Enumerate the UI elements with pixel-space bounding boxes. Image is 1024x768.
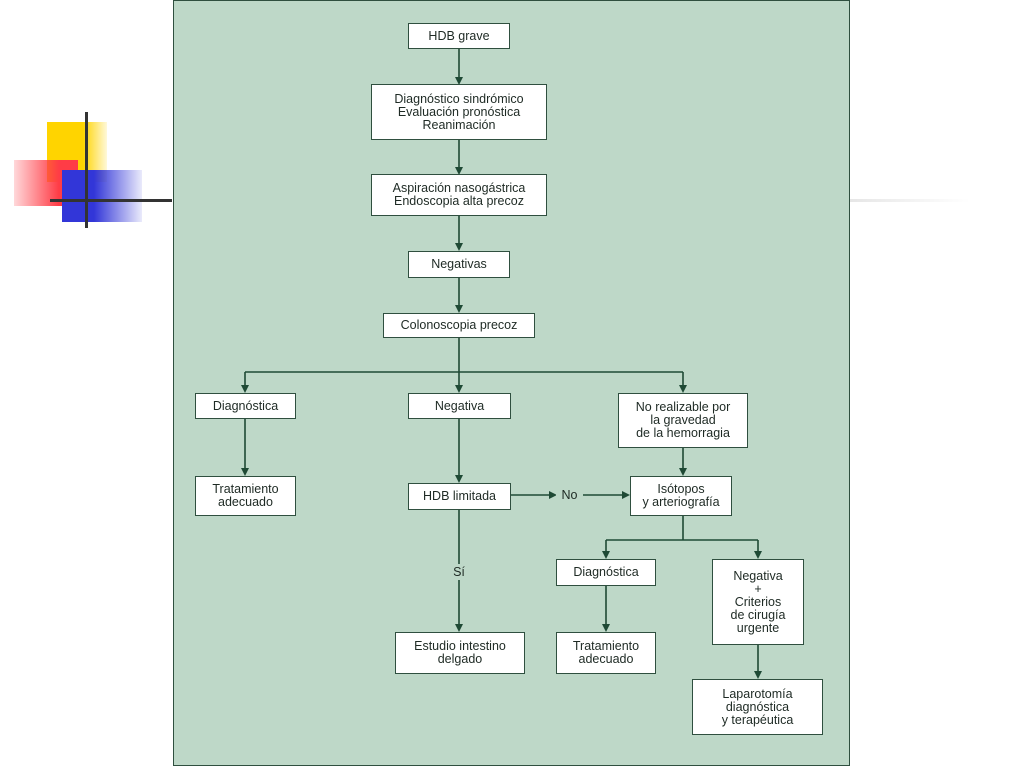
node-isotopos-arteriografia: Isótopos y arteriografía xyxy=(630,476,732,516)
node-no-realizable: No realizable por la gravedad de la hemo… xyxy=(618,393,748,448)
node-negativa-criterios: Negativa + Criterios de cirugía urgente xyxy=(712,559,804,645)
node-hdb-grave: HDB grave xyxy=(408,23,510,49)
node-diagnostica-left: Diagnóstica xyxy=(195,393,296,419)
label-no: No xyxy=(556,488,583,502)
node-negativa-mid: Negativa xyxy=(408,393,511,419)
node-hdb-limitada: HDB limitada xyxy=(408,483,511,510)
node-colonoscopia-precoz: Colonoscopia precoz xyxy=(383,313,535,338)
label-si: Sí xyxy=(447,565,471,579)
decor-vertical-line xyxy=(85,112,88,228)
node-estudio-intestino: Estudio intestino delgado xyxy=(395,632,525,674)
decor-blue-square xyxy=(62,170,142,222)
node-tratamiento-left: Tratamiento adecuado xyxy=(195,476,296,516)
node-laparotomia: Laparotomía diagnóstica y terapéutica xyxy=(692,679,823,735)
node-aspiracion-endoscopia: Aspiración nasogástrica Endoscopia alta … xyxy=(371,174,547,216)
decor-horizontal-line xyxy=(50,199,172,202)
decor-fade-line xyxy=(850,199,970,202)
node-diagnostico-sindromico: Diagnóstico sindrómico Evaluación pronós… xyxy=(371,84,547,140)
node-tratamiento-right: Tratamiento adecuado xyxy=(556,632,656,674)
node-diagnostica-right: Diagnóstica xyxy=(556,559,656,586)
node-negativas: Negativas xyxy=(408,251,510,278)
